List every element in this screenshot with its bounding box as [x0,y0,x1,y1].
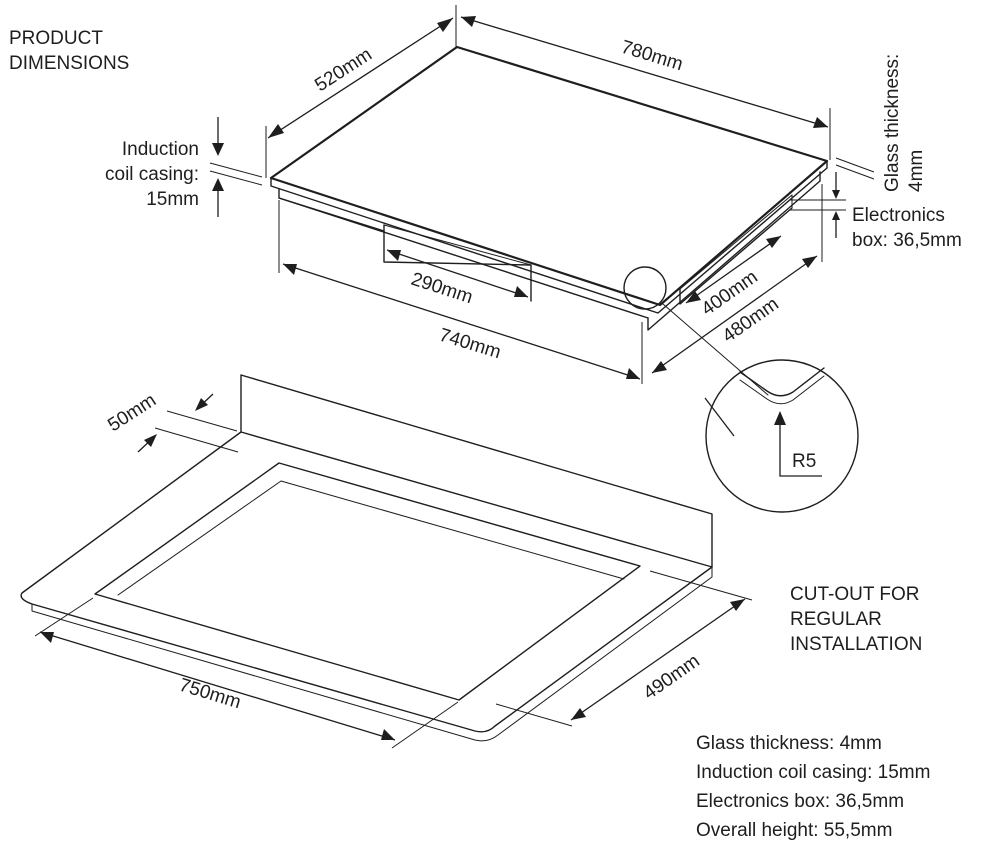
radius-label: R5 [792,451,816,472]
coil-casing-callout: Induction coil casing: 15mm [105,117,263,217]
dim-50: 50mm [104,390,239,453]
cutout-drawing [20,374,713,742]
product-dimensions-heading: PRODUCT DIMENSIONS [9,28,129,74]
electronics-box-callout: Electronics box: 36,5mm [790,172,962,251]
coil-label3: 15mm [146,189,199,210]
worktop-edge [31,566,713,742]
glass-thickness-callout: Glass thickness: 4mm [835,54,927,192]
glass-thickness-label2: 4mm [906,150,927,192]
radius-leader [779,413,822,477]
spec-overall-height: Overall height: 55,5mm [696,820,892,841]
specs-list: Glass thickness: 4mm Induction coil casi… [696,733,930,841]
worktop-outline [20,431,713,733]
spec-electronics-box: Electronics box: 36,5mm [696,791,904,812]
dim-740-label: 740mm [437,325,504,364]
dim-490-label: 490mm [640,651,704,705]
dim-50-label: 50mm [104,390,160,436]
hob-right-box-top [679,194,793,290]
hob-right-casing [647,171,821,331]
product-heading-line1: PRODUCT [9,28,103,49]
hob-center-box-top [383,224,532,266]
corner-large-circle [705,359,859,513]
hob-center-box [383,224,532,302]
cutout-heading-line2: REGULAR [790,609,882,630]
cutout-heading: CUT-OUT FOR REGULAR INSTALLATION [790,584,922,655]
cutout-hole-outer [94,462,641,701]
hob-glass-top [269,45,829,307]
dim-520: 520mm [265,5,457,178]
coil-label1: Induction [122,139,199,160]
corner-tick [704,397,735,437]
hob-right-box [679,207,793,305]
corner-detail: R5 [623,266,859,513]
dim-490: 490mm [495,570,753,727]
backsplash [240,374,713,568]
radius-arrow [774,411,786,425]
dim-780-label: 780mm [619,37,686,76]
hob-drawing [269,45,829,331]
spec-glass-thickness: Glass thickness: 4mm [696,733,882,754]
electronics-label2: box: 36,5mm [852,230,962,251]
cutout-hole-inner [117,480,625,596]
corner-small-circle [623,266,667,310]
product-heading-line2: DIMENSIONS [9,53,129,74]
hob-glass-edge [270,160,828,314]
cutout-heading-line3: INSTALLATION [790,634,922,655]
glass-thickness-label1: Glass thickness: [882,54,903,192]
dim-750-label: 750mm [177,675,244,714]
spec-coil-casing: Induction coil casing: 15mm [696,762,930,783]
corner-radius-profile [739,367,825,397]
electronics-label1: Electronics [852,205,945,226]
coil-label2: coil casing: [105,164,199,185]
corner-radius-profile-inner [739,375,825,405]
hob-front-casing-lower [278,197,649,319]
dim-290-label: 290mm [408,269,475,309]
dim-780: 780mm [460,16,831,160]
cutout-heading-line1: CUT-OUT FOR [790,584,919,605]
